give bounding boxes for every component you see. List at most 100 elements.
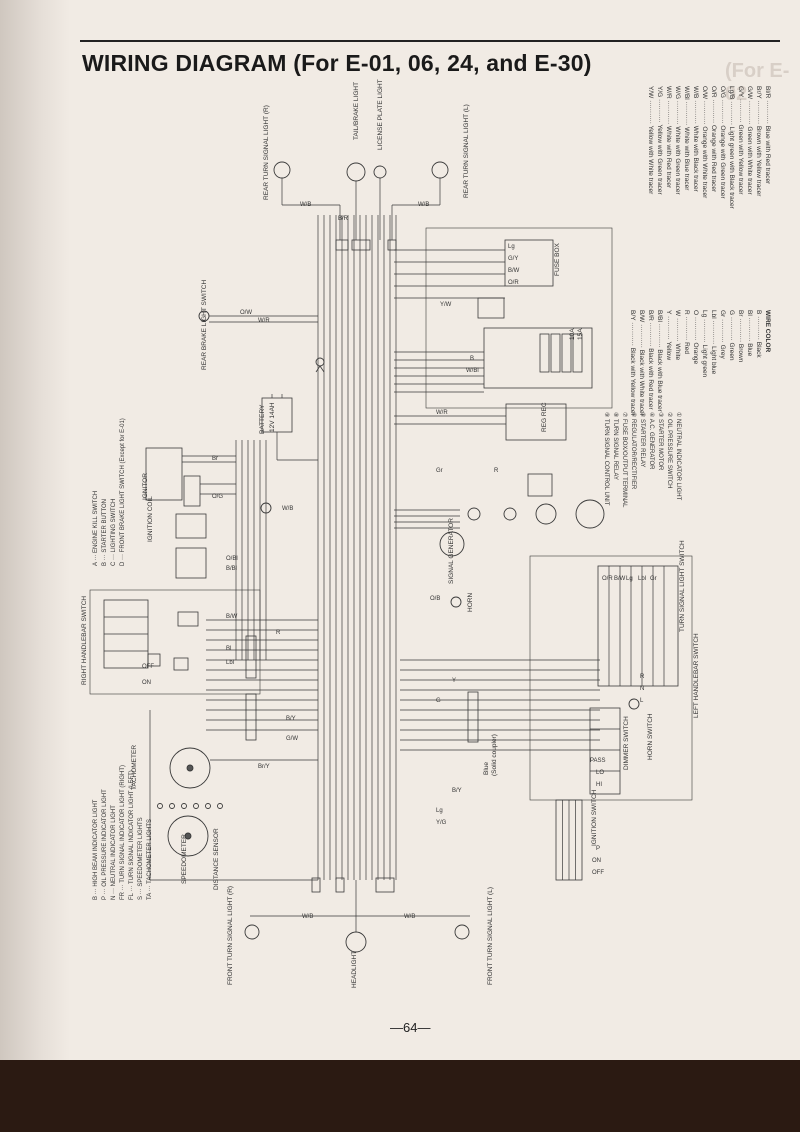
rear-turn-left-lamp [431, 161, 449, 179]
label-left-handlebar-switch: LEFT HANDLEBAR SWITCH [693, 633, 700, 718]
ignition-coil-2 [175, 547, 207, 579]
fuse [572, 333, 583, 373]
switch-label: O/R [602, 576, 613, 582]
wire-tracer-item: Y/G ··········· Yellow with Green tracer [656, 86, 663, 195]
legend-item-6: ⑥ REGULATOR/RECTIFIER [630, 412, 636, 490]
speedometer-dial [167, 815, 209, 857]
meter-legend: B ··· HIGH BEAM INDICATOR LIGHT P ··· OI… [92, 765, 155, 900]
coupler [245, 693, 257, 741]
switch-label: ON [142, 680, 151, 686]
scan-bottom-edge [0, 1060, 800, 1132]
indicator-lamp [193, 803, 199, 809]
legend-tachometer-lights: TA ··· TACHOMETER LIGHTS [147, 818, 153, 900]
wire-label: O/Bl [226, 556, 238, 562]
connector [335, 239, 349, 251]
label-horn: HORN [467, 592, 474, 612]
indicator-lamp [181, 803, 187, 809]
wire-color-item: Bl ··········· Blue [746, 310, 753, 357]
legend-starter-button: B ··· STARTER BUTTON [102, 498, 108, 566]
wire-color-item: R ··········· Red [683, 310, 690, 355]
bleed-through-text: (For E-02 [725, 60, 790, 105]
wire-tracer-legend: Bl/R ··········· Blue with Red tracer Br… [646, 86, 772, 209]
label-coupler-note: (Solid coupler) [491, 734, 498, 776]
wire-label: R [276, 630, 281, 636]
legend-engine-kill: A ··· ENGINE KILL SWITCH [93, 490, 99, 566]
wire-color-item: G ··········· Green [728, 310, 735, 361]
switch-label: R [640, 674, 645, 680]
wire-color-item: O ··········· Orange [692, 310, 699, 365]
label-fuse-box-b: FUSE BOX [554, 243, 561, 276]
label-dimmer-switch: DIMMER SWITCH [623, 716, 630, 770]
ground-symbol [315, 365, 325, 373]
wire-label: B/Y [286, 716, 296, 722]
wire-label: W/B [300, 202, 312, 208]
speedometer-hub [184, 832, 192, 840]
indicator-lamp [205, 803, 211, 809]
label-speedometer: SPEEDOMETER [181, 834, 188, 884]
legend-neutral: N ··· NEUTRAL INDICATOR LIGHT [111, 805, 117, 900]
wire-color-item: B/Y ··········· Black with Yellow tracer [629, 310, 636, 416]
wire-tracer-item: Br/Y ··········· Brown with Yellow trace… [755, 86, 762, 197]
wire-label: W/B [418, 202, 430, 208]
wire-label: O/G [212, 494, 224, 500]
legend-item-5: ⑤ STARTER RELAY [639, 412, 645, 468]
switch-label: HI [596, 782, 602, 788]
label-tail-brake: TAIL/BRAKE LIGHT [353, 81, 360, 140]
wire-tracer-item: W/B ··········· White with Black tracer [692, 86, 699, 192]
wire-color-item: Lbl ··········· Light blue [710, 310, 717, 375]
wire-label: Gr [436, 468, 443, 474]
wire-color-item: Br ··········· Brown [737, 310, 744, 363]
left-handlebar-frame [529, 555, 693, 801]
wire-label: W/B [302, 914, 314, 920]
component-legend: ① NEUTRAL INDICATOR LIGHT ② OIL PRESSURE… [601, 412, 682, 508]
connector [375, 877, 395, 893]
output-terminal [477, 297, 505, 319]
wire-tracer-item: O/R ··········· Orange with Red tracer [710, 86, 717, 193]
switch-label: Lg [626, 576, 633, 582]
label-reg-rec: REG REC [541, 402, 548, 432]
wire-tracer-item: W/Bl ··········· White with Blue tracer [683, 86, 690, 191]
fuse-box-b [504, 239, 554, 287]
kill-switch [173, 657, 189, 671]
wire-tracer-item: W/R ··········· White with Red tracer [665, 86, 672, 189]
right-switch-legend: A ··· ENGINE KILL SWITCH B ··· STARTER B… [92, 418, 128, 566]
wire-label: B/W [226, 614, 238, 620]
wire-color-item: Lg ··········· Light green [701, 310, 708, 378]
legend-item-4: ④ A.C. GENERATOR [648, 412, 654, 470]
wire-color-item: B/W ··········· Black with White tracer [638, 310, 645, 416]
label-front-turn-left: FRONT TURN SIGNAL LIGHT (L) [487, 887, 494, 985]
label-ignition-switch: IGNITION SWITCH [591, 789, 598, 846]
front-turn-left-lamp [454, 924, 470, 940]
front-turn-right-lamp [244, 924, 260, 940]
wire-label: W/B [282, 506, 294, 512]
wire-label: Lg [436, 808, 443, 814]
wire-label: W/R [258, 318, 270, 324]
wire-label: W/R [436, 410, 448, 416]
connector [311, 877, 321, 893]
wire-label: G [436, 698, 441, 704]
wire-label: Y [452, 678, 457, 684]
wire-tracer-item: Y/W ··········· Yellow with White tracer [647, 86, 654, 195]
starter-motor [535, 503, 557, 525]
switch-label: PASS [590, 758, 606, 764]
tail-brake-lamp [346, 162, 366, 182]
legend-item-9: ⑨ TURN SIGNAL CONTROL UNIT [603, 412, 609, 506]
label-battery-rating: 12V 14AH [269, 402, 276, 432]
label-front-turn-right: FRONT TURN SIGNAL LIGHT (R) [227, 885, 234, 985]
front-brake-switch [177, 611, 199, 627]
title-rule [80, 40, 780, 42]
wire-label: Y/W [440, 302, 452, 308]
indicator-lamp [217, 803, 223, 809]
tachometer-hub [186, 764, 194, 772]
plug [260, 502, 272, 514]
wiring-schematic [89, 161, 693, 953]
legend-speedometer-lights: S ··· SPEEDOMETER LIGHTS [138, 817, 144, 900]
ignition-coil-1 [175, 513, 207, 539]
label-horn-switch: HORN SWITCH [647, 713, 654, 760]
indicator-lamp [169, 803, 175, 809]
legend-item-8: ⑧ TURN SIGNAL RELAY [612, 412, 618, 480]
connector [387, 239, 397, 251]
ground-symbol [315, 357, 325, 367]
wire-label: O/B [430, 596, 441, 602]
wire-label: B/Bl [226, 566, 238, 572]
